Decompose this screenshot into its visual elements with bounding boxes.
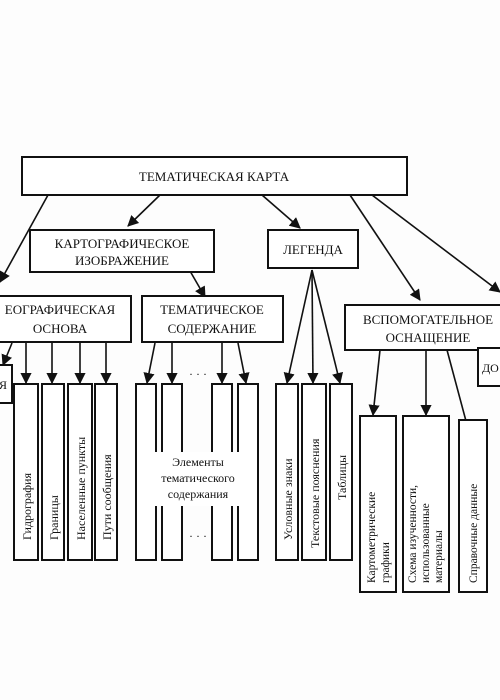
geo-leaf-3: Населенные пункты <box>67 383 93 561</box>
geographic-basis-line2: ОСНОВА <box>33 321 88 336</box>
geo-leaf-label: Населенные пункты <box>74 437 88 540</box>
aux-leaf-3-line1: Справочные данные <box>468 484 480 583</box>
thematic-elements-line1: Элементы <box>172 455 224 469</box>
partial-left-node: Я <box>0 364 13 404</box>
geo-leaf-4: Пути сообщения <box>94 383 118 561</box>
auxiliary-equipment-line1: ВСПОМОГАТЕЛЬНОЕ <box>363 312 493 327</box>
thematic-content-line2: СОДЕРЖАНИЕ <box>168 321 257 336</box>
partial-right-node: ДО <box>477 347 500 387</box>
geographic-basis-line1: ЕОГРАФИЧЕСКАЯ <box>5 302 116 317</box>
legend-leaf-label: Условные знаки <box>281 458 295 540</box>
legend-leaf-label: Текстовые пояснения <box>308 438 322 548</box>
auxiliary-equipment-node: ВСПОМОГАТЕЛЬНОЕ ОСНАЩЕНИЕ <box>344 304 500 351</box>
legend-node: ЛЕГЕНДА <box>267 229 359 269</box>
thematic-dots-bottom: · · · <box>189 529 207 543</box>
auxiliary-equipment-line2: ОСНАЩЕНИЕ <box>386 330 471 345</box>
cartographic-image-line2: ИЗОБРАЖЕНИЕ <box>75 253 169 268</box>
cartographic-image-node: КАРТОГРАФИЧЕСКОЕ ИЗОБРАЖЕНИЕ <box>29 229 215 273</box>
cartographic-image-line1: КАРТОГРАФИЧЕСКОЕ <box>55 236 190 251</box>
thematic-content-line1: ТЕМАТИЧЕСКОЕ <box>160 302 264 317</box>
geo-leaf-2: Границы <box>41 383 65 561</box>
aux-leaf-2-line1: Схема изученности, <box>407 485 419 583</box>
legend-label: ЛЕГЕНДА <box>283 242 343 257</box>
root-label: ТЕМАТИЧЕСКАЯ КАРТА <box>139 169 290 184</box>
aux-leaf-1: Картометрические графики <box>359 415 397 593</box>
aux-leaf-2-line2: использованные <box>420 503 432 583</box>
geo-leaf-1: Гидрография <box>13 383 39 561</box>
thematic-elements-group: · · · · · · Элементы тематического содер… <box>135 367 259 561</box>
aux-leaf-3: Справочные данные <box>458 419 488 593</box>
legend-leaf-3: Таблицы <box>329 383 353 561</box>
thematic-elements-line2: тематического <box>161 471 235 485</box>
geo-leaf-label: Границы <box>47 495 61 540</box>
legend-leaf-label: Таблицы <box>335 455 349 500</box>
connectors <box>0 194 500 438</box>
aux-leaf-2-line3: материалы <box>433 530 445 583</box>
thematic-content-node: ТЕМАТИЧЕСКОЕ СОДЕРЖАНИЕ <box>141 295 284 343</box>
aux-leaf-2: Схема изученности, использованные матери… <box>402 415 450 593</box>
root-node: ТЕМАТИЧЕСКАЯ КАРТА <box>21 156 408 196</box>
legend-leaf-1: Условные знаки <box>275 383 299 561</box>
thematic-dots-top: · · · <box>189 367 207 381</box>
aux-leaf-1-line1: Картометрические <box>366 492 378 583</box>
legend-leaf-2: Текстовые пояснения <box>301 383 327 561</box>
geo-leaf-label: Гидрография <box>20 473 34 540</box>
aux-leaf-1-line2: графики <box>380 542 392 583</box>
partial-left-label: Я <box>0 378 7 392</box>
geographic-basis-node: ЕОГРАФИЧЕСКАЯ ОСНОВА <box>0 295 132 343</box>
geo-leaf-label: Пути сообщения <box>100 454 114 540</box>
partial-right-label: ДО <box>482 361 499 375</box>
thematic-elements-line3: содержания <box>168 487 229 501</box>
